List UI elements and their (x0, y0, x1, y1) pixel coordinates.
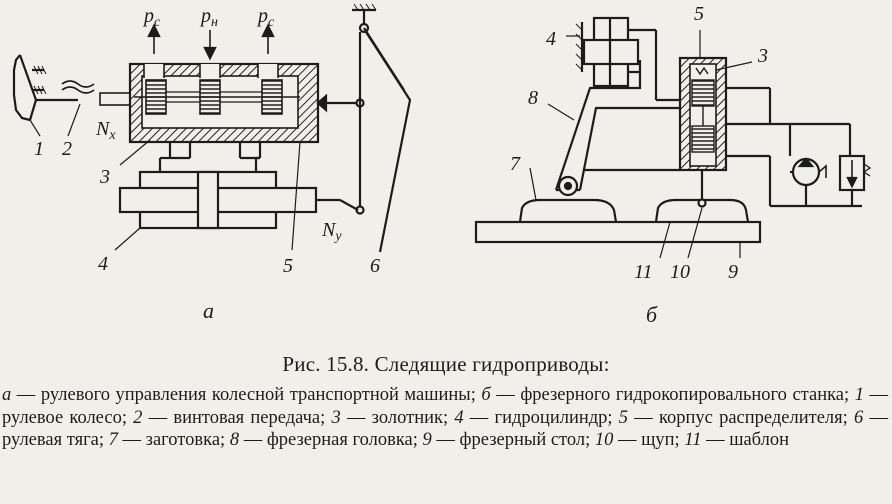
hydraulic-drives-figure: pс pн pс Nx Ny 1 2 3 4 5 6 а (12, 3, 872, 327)
milling-head (554, 60, 680, 197)
milling-table (474, 220, 762, 244)
legend-entry: 3 — золотник; (331, 407, 455, 428)
legend-entry: 1 — рулевое колесо; (2, 385, 889, 428)
legend-entry: 5 — корпус распределителя; (618, 407, 855, 428)
part-number-5: 5 (283, 255, 293, 277)
workpiece (518, 198, 618, 223)
legend-entry: 8 — фрезерная головка; (229, 430, 423, 450)
b-part-number-11: 11 (634, 261, 653, 283)
diagram-a-labels: pс pн pс Nx Ny 1 2 3 4 5 6 а (34, 5, 380, 323)
b-part-number-9: 9 (728, 261, 738, 283)
pressure-arrows (147, 23, 275, 61)
b-part-number-5: 5 (694, 3, 704, 25)
diagram-b (474, 16, 872, 259)
steering-rod (352, 3, 412, 253)
spool (134, 79, 300, 115)
legend-entry: 11 — шаблон (684, 430, 790, 450)
legend-entry: 2 — винтовая передача; (133, 407, 332, 428)
b-part-number-8: 8 (528, 87, 538, 109)
b-part-number-10: 10 (670, 261, 690, 283)
relief-valve-icon (838, 124, 872, 206)
legend-entry: 6 — рулевая тяга; (2, 407, 888, 451)
legend-entry: а — рулевого управления колесной транспо… (2, 385, 482, 405)
legend-entry: б — фрезерного гидрокопировального станк… (481, 385, 855, 405)
b-part-number-7: 7 (510, 153, 521, 175)
part-number-6: 6 (370, 255, 380, 277)
part-number-1: 1 (34, 138, 44, 160)
pressure-label-return-1: pс (142, 5, 161, 30)
legend-entry: 4 — гидроцилиндр; (454, 407, 619, 428)
probe (697, 198, 707, 208)
node-x-label: Nx (95, 118, 116, 143)
legend-entry: 9 — фрезерный стол; (422, 430, 595, 450)
figure-caption: Рис. 15.8. Следящие гидроприводы: (282, 352, 610, 376)
pressure-label-supply: pн (199, 5, 218, 30)
b-part-number-3: 3 (757, 45, 768, 67)
hydraulic-cylinder-b (575, 16, 680, 102)
figure-legend: а — рулевого управления колесной транспо… (2, 384, 888, 452)
distributor-b (678, 56, 728, 172)
part-number-4: 4 (98, 253, 108, 275)
panel-label-a: а (203, 298, 214, 323)
legend-entry: 7 — заготовка; (108, 430, 230, 450)
pump-icon (790, 157, 827, 206)
diagram-a (12, 3, 412, 253)
diagram-b-labels: 4 5 3 8 7 11 10 9 б (510, 3, 768, 327)
part-number-3: 3 (99, 166, 110, 188)
legend-entry: 10 — щуп; (594, 430, 685, 450)
part-number-2: 2 (62, 138, 72, 160)
b-part-number-4: 4 (546, 28, 556, 50)
pressure-label-return-2: pс (256, 5, 275, 30)
panel-label-b: б (646, 302, 658, 327)
screw-gear (61, 80, 135, 106)
hydraulic-cylinder (118, 142, 359, 230)
node-y-label: Ny (321, 219, 342, 244)
steering-wheel (12, 54, 78, 122)
